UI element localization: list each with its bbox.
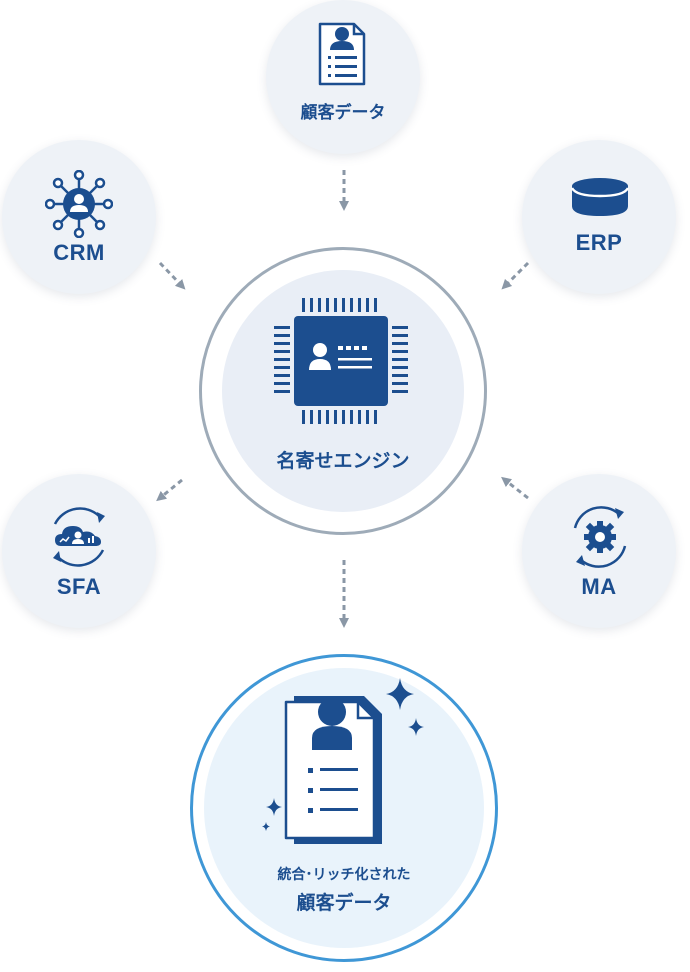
result-label-line2: 顧客データ [296, 893, 392, 914]
sfa-label: SFA [56, 574, 102, 599]
erp-label: ERP [575, 230, 623, 255]
gear-cycle-icon [573, 506, 627, 568]
customer-data-label: 顧客データ [300, 103, 386, 122]
network-person-icon [45, 170, 113, 238]
arrow-erp-to-engine [501, 261, 530, 290]
database-icon [570, 178, 630, 216]
crm-node: CRM [2, 140, 156, 294]
enriched-document-icon [262, 678, 424, 844]
ma-node: MA [522, 474, 676, 628]
crm-label: CRM [53, 240, 105, 265]
result-label-line1: 統合･リッチ化された [277, 866, 411, 882]
arrow-ma-to-engine [501, 476, 529, 500]
cloud-cycle-icon [53, 507, 105, 567]
erp-node: ERP [522, 140, 676, 294]
chip-icon [274, 298, 408, 424]
engine-label: 名寄せエンジン [276, 451, 410, 472]
engine-node: 名寄せエンジン [222, 270, 464, 512]
result-node: 統合･リッチ化された 顧客データ [204, 668, 484, 948]
ma-label: MA [581, 574, 617, 599]
customer-document-icon [318, 22, 366, 86]
sfa-node: SFA [2, 474, 156, 628]
customer-data-node: 顧客データ [266, 0, 420, 154]
arrow-crm-to-engine [158, 261, 186, 290]
arrow-engine-to-sfa [156, 478, 183, 502]
